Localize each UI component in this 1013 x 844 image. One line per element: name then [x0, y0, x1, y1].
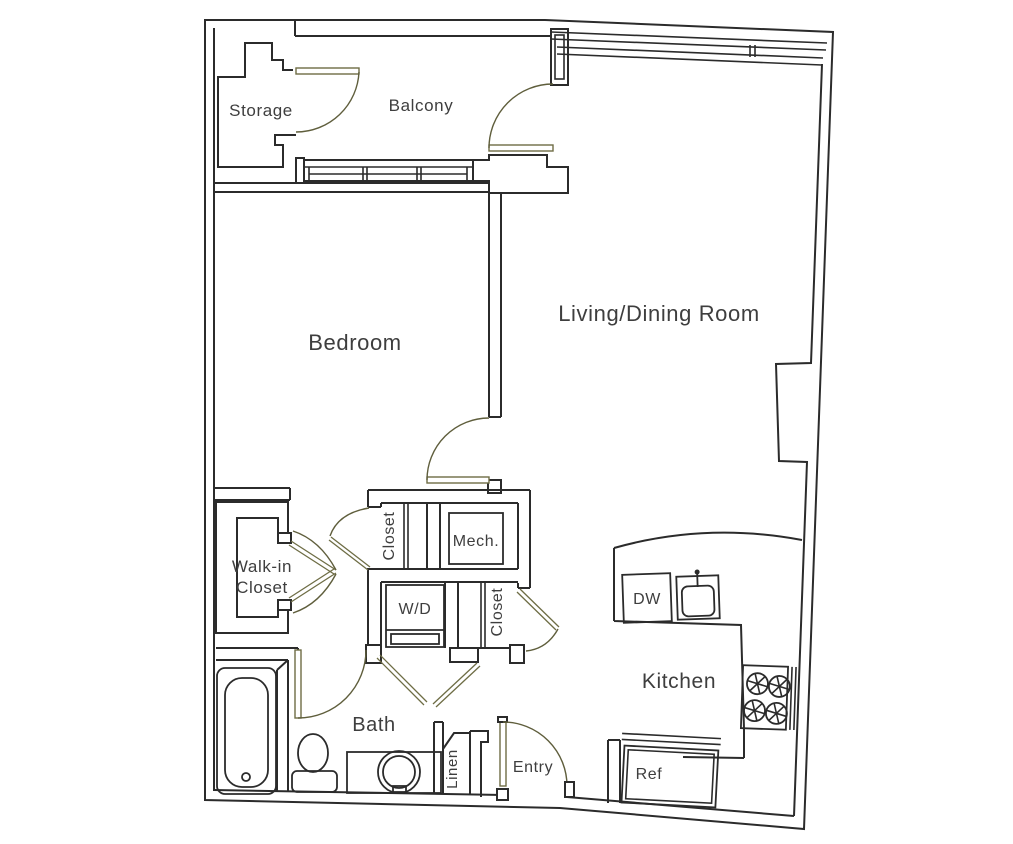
living-dining-label: Living/Dining Room [558, 301, 760, 326]
wall-junction-block [473, 154, 569, 194]
balcony-label: Balcony [389, 96, 454, 115]
linen-label: Linen [444, 749, 461, 789]
room-bedroom: Bedroom [214, 182, 502, 501]
range [739, 664, 797, 731]
room-living-dining: Living/Dining Room [558, 301, 760, 326]
room-bath: Bath [216, 647, 442, 795]
room-linen: Linen [433, 721, 489, 797]
mech-label: Mech. [453, 533, 500, 550]
exterior-walls [204, 19, 835, 831]
storage-label: Storage [229, 101, 293, 120]
closet-upper-label: Closet [381, 512, 398, 561]
bedroom-door [426, 417, 490, 484]
walk-in-closet-label-line1: Walk-in [232, 557, 292, 576]
entry-label: Entry [513, 759, 553, 776]
bathtub [216, 667, 277, 795]
kitchen-sink [675, 569, 721, 621]
entry-door [496, 716, 575, 801]
walk-in-closet-label-line2: Closet [236, 578, 288, 597]
dishwasher [621, 572, 673, 624]
wd-doors [376, 654, 481, 708]
mech-equipment [448, 512, 504, 565]
closet-upper-door [328, 507, 371, 571]
bath-label: Bath [352, 714, 396, 736]
kitchen-label: Kitchen [642, 670, 716, 693]
refrigerator [620, 732, 722, 809]
dishwasher-label: DW [633, 591, 661, 608]
refrigerator-label: Ref [636, 766, 663, 783]
balcony-door [488, 83, 554, 152]
balcony-window [295, 157, 474, 184]
washer-dryer-unit [385, 584, 445, 648]
room-balcony: Balcony [295, 83, 554, 184]
bath-door [294, 649, 367, 719]
toilet [291, 733, 338, 793]
wd-label: W/D [399, 601, 432, 618]
room-kitchen: DW Ref [607, 531, 803, 809]
room-storage: Storage [217, 42, 360, 168]
living-room-windows [550, 28, 828, 86]
closet-lower-label: Closet [489, 588, 506, 637]
room-entry: Entry [496, 716, 575, 801]
kitchen-counter [613, 531, 803, 759]
room-walk-in-closet: Walk-in Closet [215, 501, 337, 634]
top-wall-and-windows [294, 20, 828, 86]
central-closet-block: Closet Mech. W/D Closet [328, 489, 560, 708]
storage-door [295, 67, 360, 133]
bedroom-label: Bedroom [308, 330, 401, 355]
vanity-sink [346, 750, 442, 794]
walk-in-closet-doors [288, 530, 337, 614]
closet-lower-door [516, 588, 560, 652]
